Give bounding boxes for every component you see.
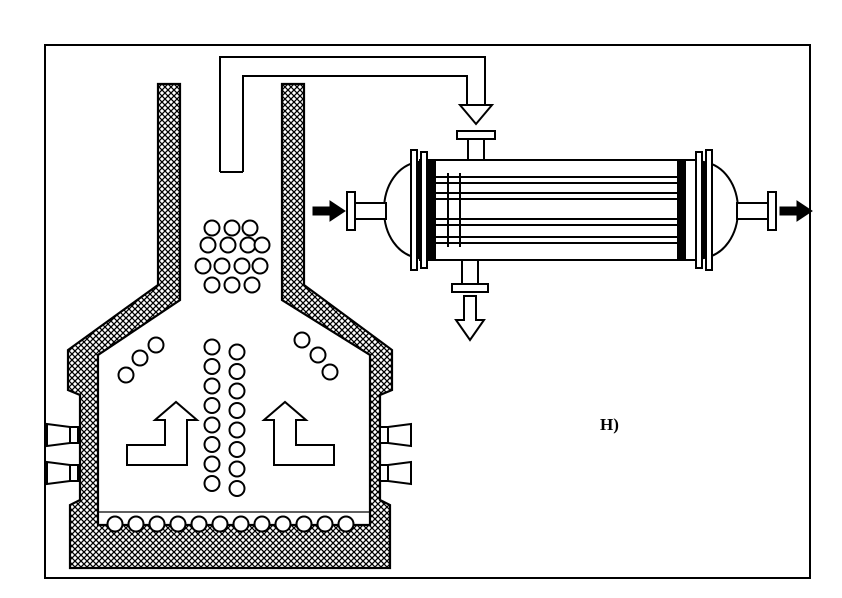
furnace [46,82,412,570]
figure-frame [44,44,811,579]
panel-label: H) [600,415,619,434]
particle-icon [131,349,149,367]
shell-outlet-arrow-icon [454,295,486,342]
particle-icon [253,236,271,254]
inlet-arrow-icon [457,104,495,126]
shell-inlet-neck [467,137,485,161]
particle-icon [127,515,145,533]
refractory-lining [66,82,394,570]
tube-bundle [435,173,678,247]
particle-icon [243,276,261,294]
particle-icon [295,515,313,533]
flow-arrow-right-icon [261,400,335,466]
exchanger-shell [419,159,703,261]
particle-icon [233,257,251,275]
particle-icon [228,343,246,361]
tube-outlet-arrow-icon [779,200,813,222]
particle-icon [203,475,221,492]
flange-right-outer [705,149,713,271]
particle-icon [203,358,221,375]
particle-icon [203,276,221,294]
particle-icon [316,515,334,533]
particle-icon [251,257,269,275]
particle-icon [228,402,246,419]
particle-icon [203,397,221,414]
shell-inlet-flange [456,130,496,140]
particle-icon [211,515,229,533]
tube-outlet-neck [736,202,770,220]
tube-sheet-left [428,159,436,261]
flow-arrow-left-icon [126,400,200,466]
particle-icon [203,455,221,473]
nozzles-left [46,422,79,486]
particle-icon [228,363,246,380]
tube-inlet-flange [346,191,356,231]
tube-inlet-arrow-icon [312,200,346,222]
flue-duct [219,56,495,173]
particle-icon [213,257,231,275]
particle-icon [148,515,166,533]
particle-icon [203,219,221,237]
particles [106,219,355,533]
nozzle-icon [379,460,412,486]
particle-icon [194,257,212,275]
particle-icon [232,515,250,533]
particle-icon [203,377,221,395]
particle-icon [228,382,246,400]
particle-icon [253,515,271,533]
particle-icon [199,236,217,254]
particle-icon [219,236,237,254]
particle-icon [228,441,246,458]
particle-icon [274,515,292,533]
particle-icon [147,336,165,354]
particle-icon [203,436,221,453]
particle-icon [203,416,221,434]
particle-icon [293,331,311,349]
particle-icon [309,346,327,364]
nozzle-icon [379,422,412,448]
flange-left-outer [410,149,418,271]
particle-icon [337,515,355,533]
particle-icon [228,460,246,478]
particle-icon [203,338,221,356]
particle-icon [106,515,124,533]
flange-left-inner [420,151,428,269]
particle-icon [241,219,259,237]
particle-icon [228,480,246,497]
flange-right-inner [695,151,703,269]
nozzle-icon [46,460,79,486]
particle-icon [321,363,339,381]
tube-sheet-right [677,159,686,261]
shell-outlet-flange [451,283,489,293]
particle-icon [117,366,135,384]
shell-outlet-neck [461,259,479,285]
particle-icon [223,276,241,294]
tube-inlet-neck [353,202,387,220]
nozzle-icon [46,422,79,448]
particle-icon [223,219,241,237]
tube-outlet-flange [767,191,777,231]
particle-icon [190,515,208,533]
particle-icon [228,421,246,439]
heat-exchanger [346,130,777,293]
particle-icon [169,515,187,533]
nozzles-right [379,422,412,486]
particle-icon [239,236,257,254]
